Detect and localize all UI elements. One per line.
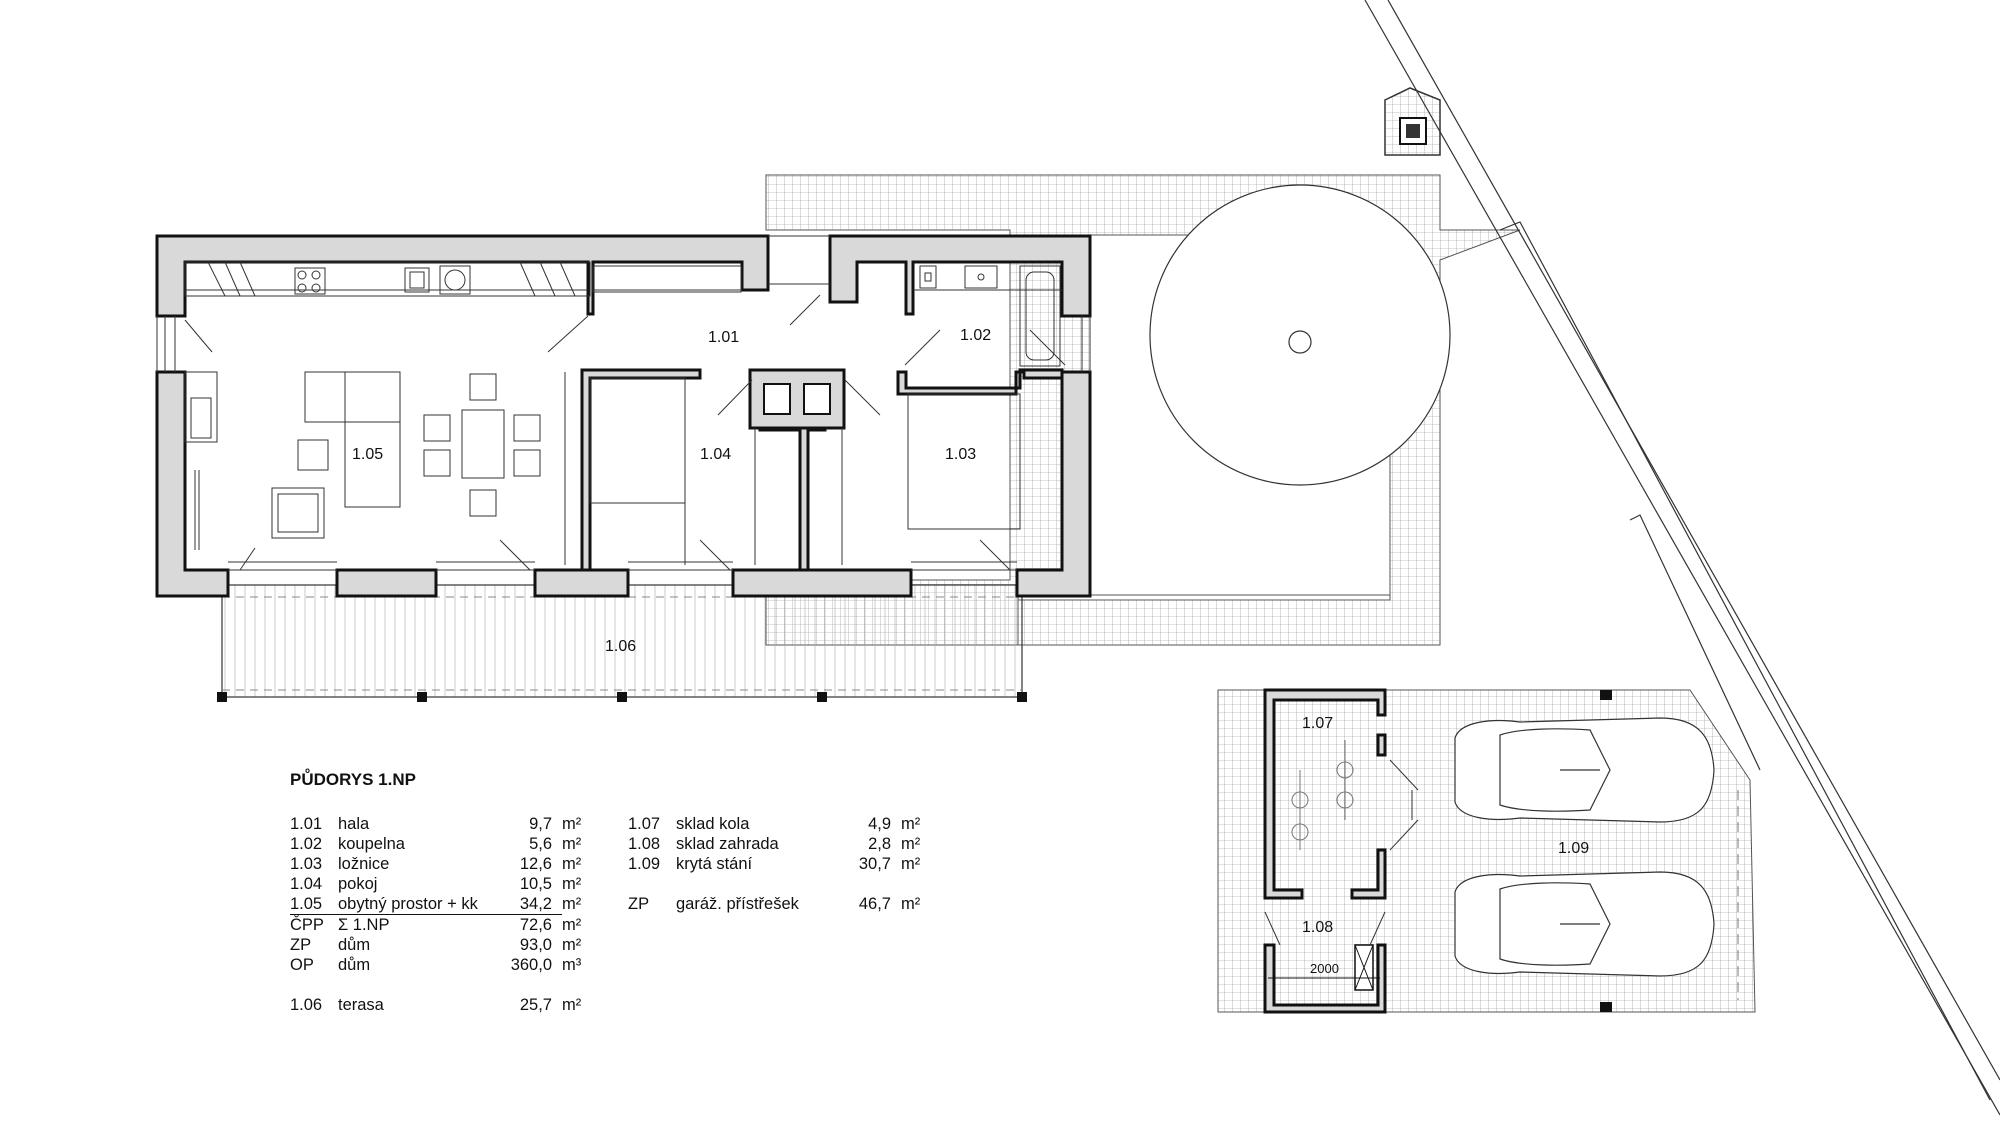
dimension-label: 2000 (1310, 961, 1339, 976)
terrace-deck (217, 584, 1027, 702)
property-boundary (1364, 0, 2000, 1116)
room-label-1-08: 1.08 (1302, 919, 1333, 936)
car-lower (1454, 871, 1715, 977)
room-label-1-07: 1.07 (1302, 715, 1333, 732)
room-label-1-03: 1.03 (945, 446, 976, 463)
room-label-1-01: 1.01 (708, 329, 739, 346)
garden-circle (1089, 184, 1451, 596)
room-label-1-06: 1.06 (605, 638, 636, 655)
interior-lines (156, 235, 1091, 571)
room-label-1-04: 1.04 (700, 446, 731, 463)
drawing-title: PŮDORYS 1.NP (290, 770, 416, 789)
room-label-1-09: 1.09 (1558, 840, 1589, 857)
car-upper (1454, 717, 1715, 823)
room-label-1-02: 1.02 (960, 327, 991, 344)
garage-structures (1263, 688, 1739, 1014)
room-label-1-05: 1.05 (352, 446, 383, 463)
